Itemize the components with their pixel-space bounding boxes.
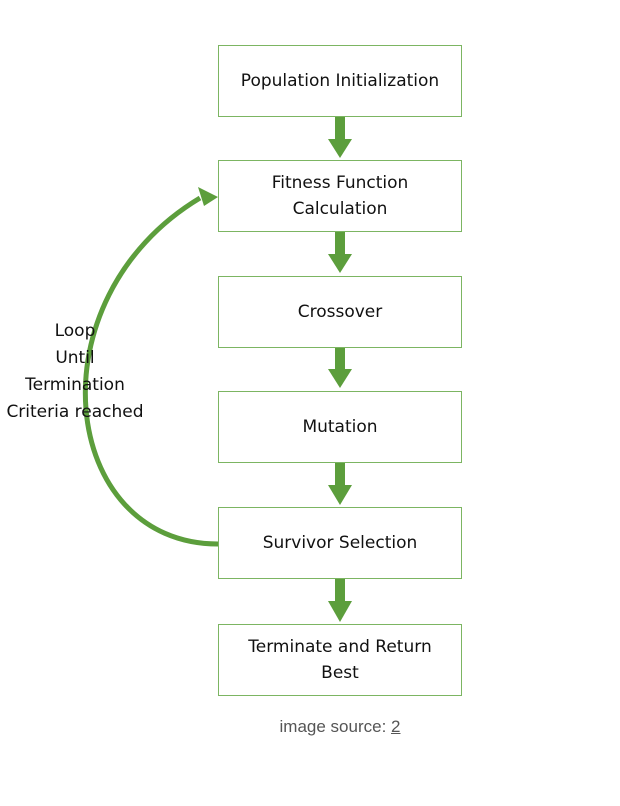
step-mutation: Mutation — [218, 391, 462, 463]
loop-back-arrow — [82, 187, 219, 547]
step-survivor-selection: Survivor Selection — [218, 507, 462, 579]
step-population-initialization: Population Initialization — [218, 45, 462, 117]
image-caption: image source: 2 — [0, 717, 620, 737]
arrow-init-to-fitness — [328, 117, 352, 158]
caption-source-link[interactable]: 2 — [391, 717, 401, 736]
arrow-survivor-to-terminate — [328, 579, 352, 622]
arrow-mutation-to-survivor — [328, 463, 352, 505]
arrow-fitness-to-crossover — [328, 232, 352, 273]
step-crossover: Crossover — [218, 276, 462, 348]
loop-label: Loop Until Termination Criteria reached — [6, 321, 144, 422]
step-terminate-and-return-best: Terminate and Return Best — [218, 624, 462, 696]
arrow-crossover-to-mutation — [328, 347, 352, 388]
step-fitness-function-calculation: Fitness Function Calculation — [218, 160, 462, 232]
caption-prefix: image source: — [279, 717, 392, 736]
